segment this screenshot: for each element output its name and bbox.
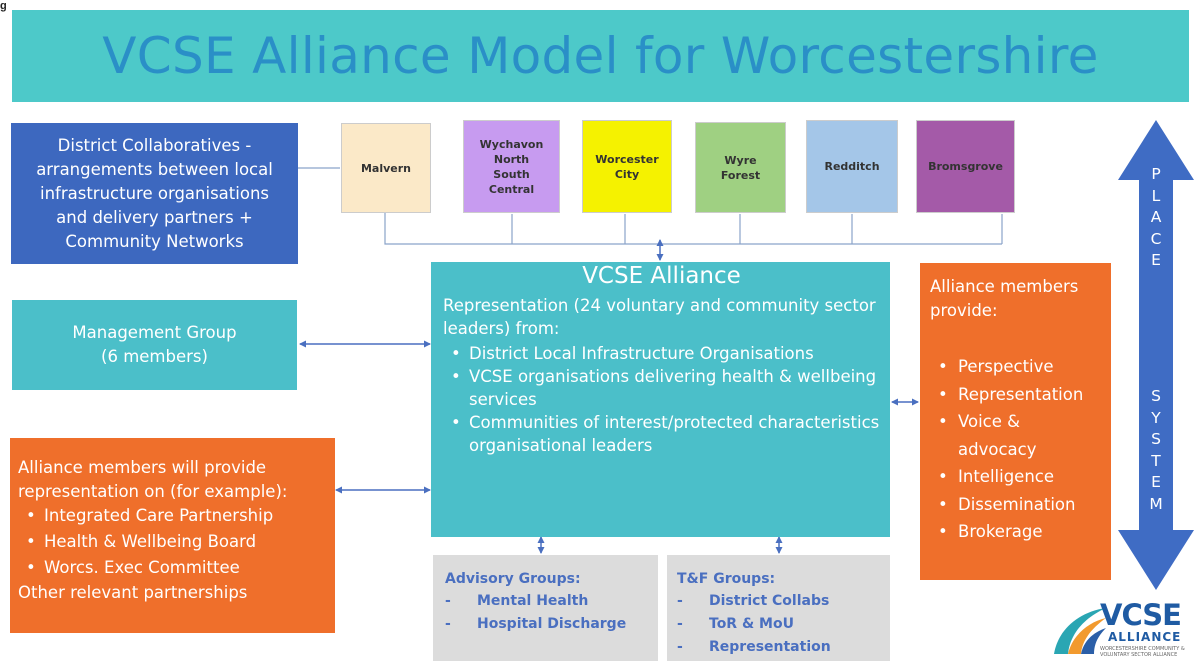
representation-footer: Other relevant partnerships — [18, 583, 248, 602]
representation-box: Alliance members will provide representa… — [10, 438, 335, 633]
collab-line: District Collaboratives - — [57, 135, 252, 155]
place-system-letters: P L A C E — [1146, 164, 1166, 272]
alliance-title: VCSE Alliance — [582, 263, 741, 289]
list-item: Perspective — [930, 353, 1105, 381]
list-item: Communities of interest/protected charac… — [443, 411, 880, 457]
members-provide-box: Alliance members provide: Perspective Re… — [920, 263, 1111, 580]
collab-line: Community Networks — [65, 231, 244, 251]
place-letter: A — [1150, 208, 1162, 226]
district-label: Redditch — [824, 160, 880, 173]
list-item: Integrated Care Partnership — [18, 503, 327, 529]
tf-item-label: District Collabs — [709, 593, 830, 609]
list-item: -Mental Health — [445, 593, 589, 609]
vcse-alliance-logo: VCSE ALLIANCE WORCESTERSHIRE COMMUNITY &… — [1048, 600, 1196, 658]
page-title: VCSE Alliance Model for Worcestershire — [102, 27, 1099, 85]
system-letter: Y — [1151, 408, 1161, 427]
system-letters: S Y S T E M — [1146, 386, 1166, 515]
system-letter: M — [1149, 494, 1163, 513]
place-letter: L — [1151, 186, 1161, 205]
system-letter: S — [1151, 387, 1161, 405]
tf-groups-box: T&F Groups: -District Collabs -ToR & MoU… — [667, 555, 890, 661]
list-item: -Representation — [677, 639, 831, 655]
list-item: Voice & advocacy — [930, 408, 1048, 463]
vcse-alliance-box: VCSE Alliance Representation (24 volunta… — [431, 262, 890, 537]
members-provide-title: Alliance members provide: — [930, 277, 1079, 320]
district-malvern: Malvern — [341, 123, 431, 213]
management-group-box: Management Group (6 members) — [12, 300, 297, 390]
district-label: Malvern — [360, 161, 412, 175]
figure-label: g — [0, 0, 7, 12]
tf-groups-title: T&F Groups: — [677, 571, 776, 587]
advisory-groups-box: Advisory Groups: -Mental Health -Hospita… — [433, 555, 658, 661]
district-label: Bromsgrove — [928, 160, 1003, 173]
district-bromsgrove: Bromsgrove — [916, 120, 1015, 213]
district-label: Wychavon North South Central — [479, 137, 544, 196]
place-letter: E — [1151, 251, 1161, 269]
list-item: -District Collabs — [677, 593, 830, 609]
district-collaboratives-box: District Collaboratives - arrangements b… — [11, 123, 298, 264]
place-letter: C — [1150, 229, 1162, 248]
system-letter: T — [1151, 451, 1161, 470]
district-worcester-city: Worcester City — [582, 120, 672, 213]
list-item: Health & Wellbeing Board — [18, 529, 327, 555]
tf-item-label: ToR & MoU — [709, 616, 794, 632]
list-item: District Local Infrastructure Organisati… — [443, 342, 880, 365]
district-redditch: Redditch — [806, 120, 898, 213]
district-wyre-forest: Wyre Forest — [695, 122, 786, 213]
advisory-item-label: Mental Health — [477, 593, 589, 609]
place-letter: P — [1151, 165, 1161, 183]
collab-line: arrangements between local — [36, 159, 273, 179]
tf-item-label: Representation — [709, 639, 831, 655]
list-item: Representation — [930, 381, 1105, 409]
members-provide-bullets: Perspective Representation Voice & advoc… — [930, 353, 1105, 546]
list-item: Brokerage — [930, 518, 1105, 546]
title-banner: VCSE Alliance Model for Worcestershire — [12, 10, 1189, 102]
collab-line: infrastructure organisations — [40, 183, 269, 203]
list-item: -Hospital Discharge — [445, 616, 627, 632]
logo-tagline: WORCESTERSHIRE COMMUNITY & VOLUNTARY SEC… — [1100, 646, 1185, 658]
management-group-title: Management Group — [72, 323, 237, 342]
logo-text: VCSE — [1100, 598, 1182, 632]
management-group-members: (6 members) — [101, 347, 208, 366]
collab-line: and delivery partners + — [56, 207, 253, 227]
district-label: Wyre Forest — [720, 153, 761, 182]
logo-sub: ALLIANCE — [1108, 630, 1182, 644]
list-item: Dissemination — [930, 491, 1105, 519]
representation-bullets: Integrated Care Partnership Health & Wel… — [18, 503, 327, 581]
representation-intro: Alliance members will provide representa… — [18, 458, 288, 501]
logo-swoosh-icon — [1054, 608, 1106, 654]
list-item: Worcs. Exec Committee — [18, 555, 327, 581]
list-item: VCSE organisations delivering health & w… — [443, 365, 880, 411]
list-item: -ToR & MoU — [677, 616, 794, 632]
district-bus — [384, 212, 1002, 245]
system-letter: E — [1151, 473, 1161, 491]
alliance-bullets: District Local Infrastructure Organisati… — [443, 342, 880, 457]
district-wychavon: Wychavon North South Central — [463, 120, 560, 213]
place-system-arrow — [1118, 120, 1194, 590]
list-item: Intelligence — [930, 463, 1105, 491]
advisory-groups-title: Advisory Groups: — [445, 571, 581, 587]
system-letter: S — [1151, 430, 1161, 448]
district-label: Worcester City — [595, 152, 659, 181]
advisory-item-label: Hospital Discharge — [477, 616, 627, 632]
alliance-intro: Representation (24 voluntary and communi… — [443, 296, 876, 338]
